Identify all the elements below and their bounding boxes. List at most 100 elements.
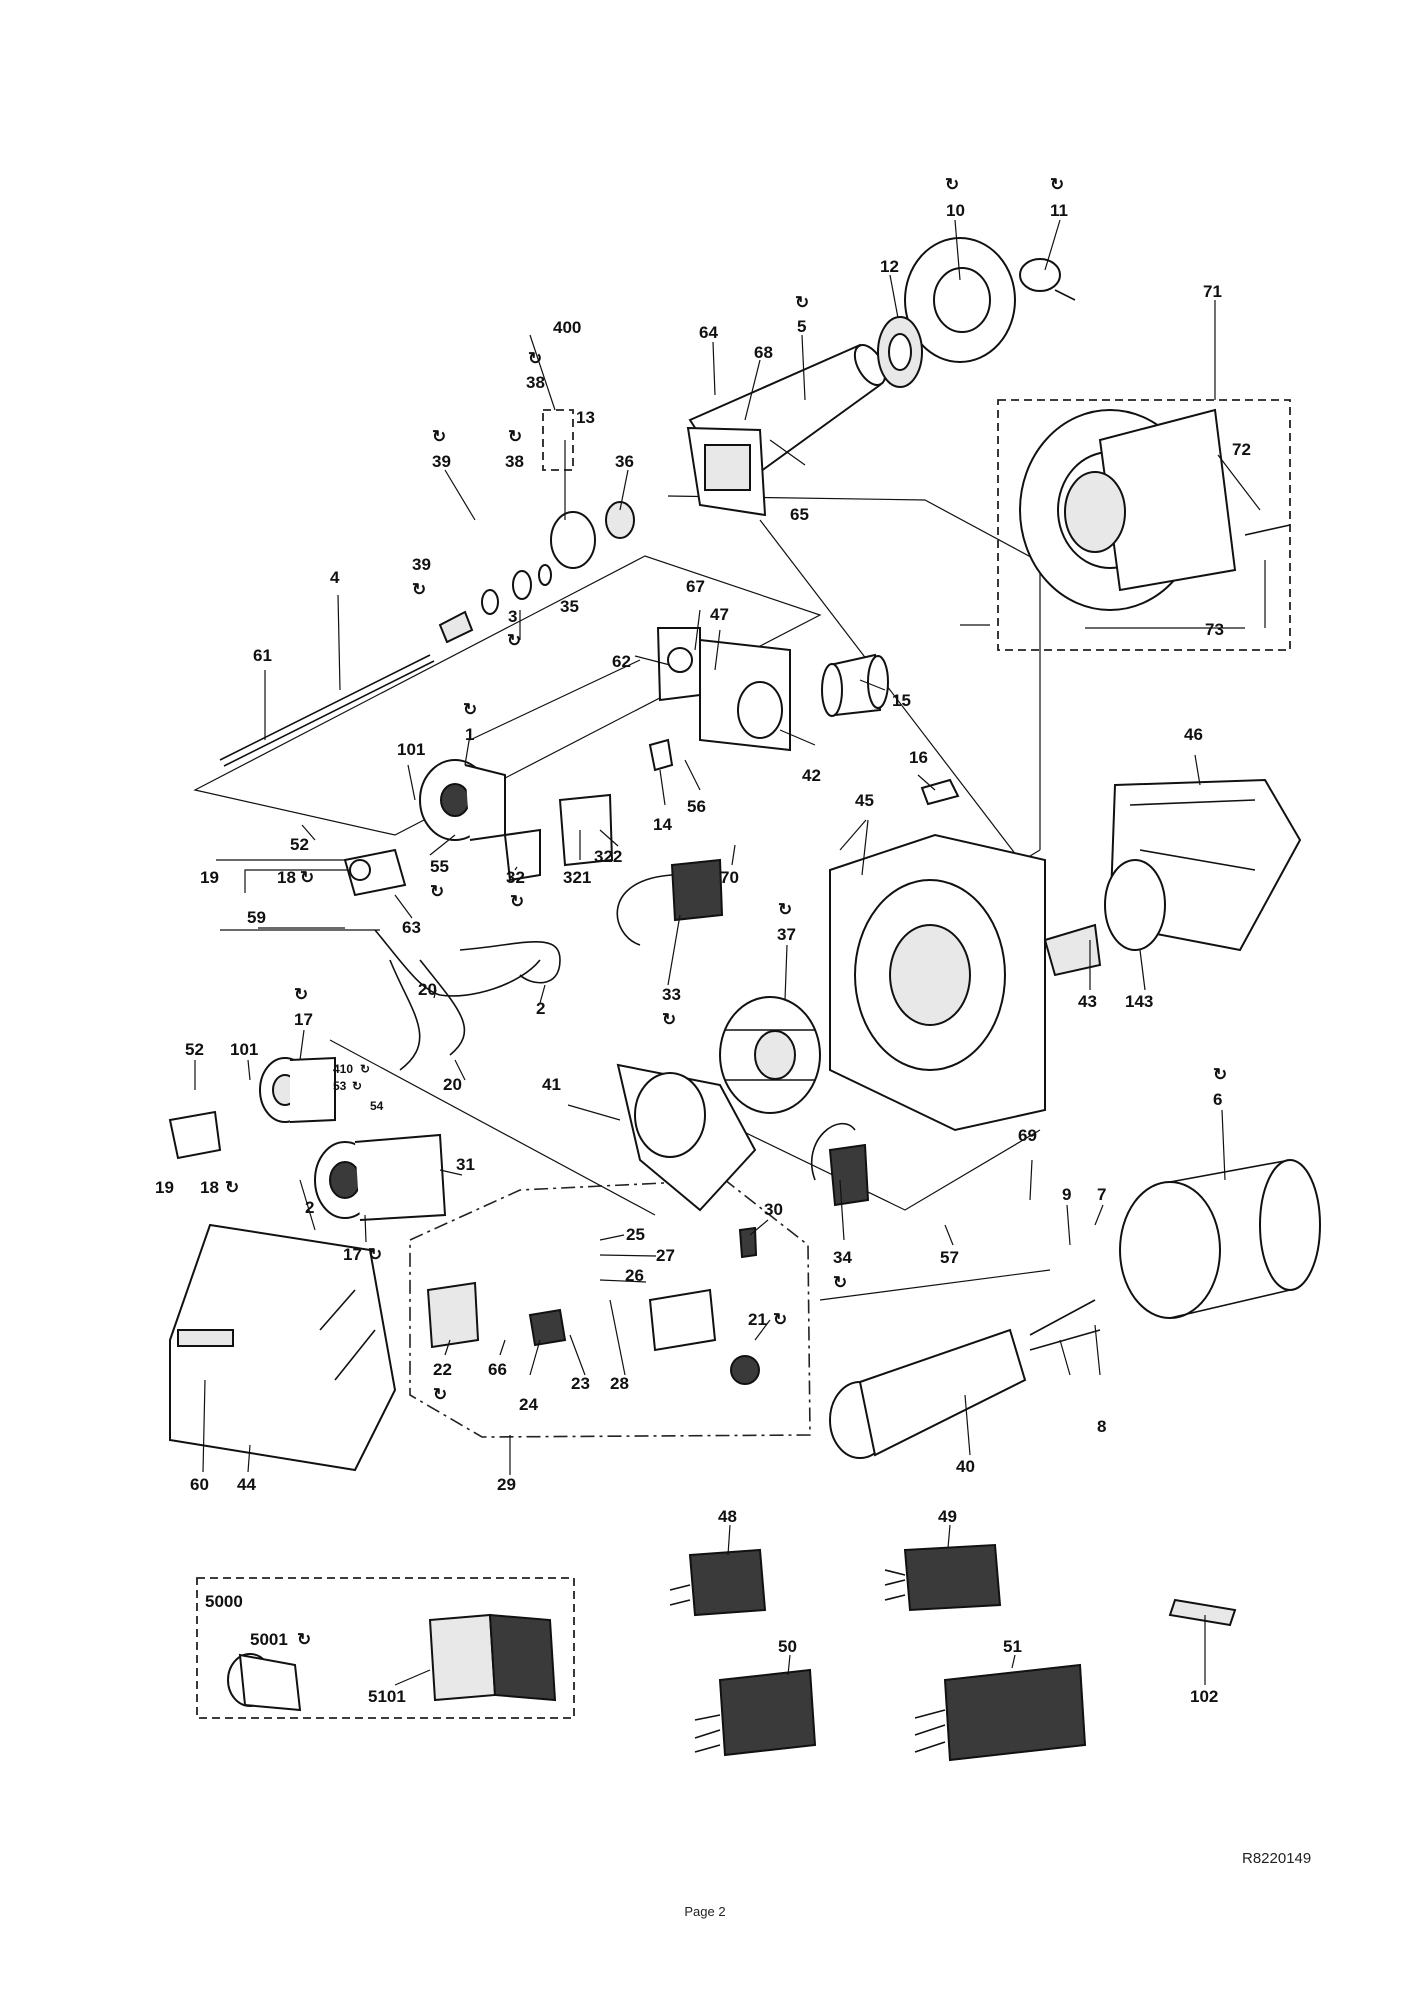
spare-part-marker-icon: ↻ bbox=[1050, 175, 1064, 194]
label-34: 34 bbox=[833, 1248, 852, 1267]
spare-part-marker-icon: ↻ bbox=[773, 1310, 787, 1329]
label-60: 60 bbox=[190, 1475, 209, 1494]
label-70: 70 bbox=[720, 868, 739, 887]
label-8: 8 bbox=[1097, 1417, 1106, 1436]
label-18a: 18 bbox=[277, 868, 296, 887]
part-48-connector bbox=[669, 1548, 767, 1617]
part-15-cylinder bbox=[821, 653, 889, 717]
label-2a: 2 bbox=[536, 999, 545, 1018]
label-73: 73 bbox=[1205, 620, 1224, 639]
spare-part-marker-icon: ↻ bbox=[795, 293, 809, 312]
label-68: 68 bbox=[754, 343, 773, 362]
part-44-cover bbox=[169, 1223, 397, 1472]
label-72: 72 bbox=[1232, 440, 1251, 459]
part-6-sleeve bbox=[1119, 1159, 1321, 1319]
spare-part-marker-icon: ↻ bbox=[510, 892, 524, 911]
spare-part-marker-icon: ↻ bbox=[945, 175, 959, 194]
label-53: 53 bbox=[333, 1079, 347, 1093]
label-33: 33 bbox=[662, 985, 681, 1004]
label-67: 67 bbox=[686, 577, 705, 596]
label-56: 56 bbox=[687, 797, 706, 816]
label-17a: 17 bbox=[294, 1010, 313, 1029]
label-41: 41 bbox=[542, 1075, 561, 1094]
label-4: 4 bbox=[330, 568, 340, 587]
spare-part-marker-icon: ↻ bbox=[352, 1079, 362, 1093]
part-22-control-box bbox=[426, 1281, 480, 1349]
label-21: 21 bbox=[748, 1310, 767, 1329]
label-38a: 38 bbox=[526, 373, 545, 392]
spare-part-marker-icon: ↻ bbox=[225, 1178, 239, 1197]
spare-part-marker-icon: ↻ bbox=[528, 349, 542, 368]
label-48: 48 bbox=[718, 1507, 737, 1526]
spare-part-marker-icon: ↻ bbox=[430, 882, 444, 901]
label-37: 37 bbox=[777, 925, 796, 944]
label-322: 322 bbox=[594, 847, 622, 866]
part-143-damper bbox=[1104, 859, 1166, 951]
part-42-disc bbox=[699, 638, 791, 752]
part-23-connector-block bbox=[528, 1308, 567, 1347]
label-62: 62 bbox=[612, 652, 631, 671]
spare-part-marker-icon: ↻ bbox=[368, 1245, 382, 1264]
group-400-box bbox=[542, 409, 574, 471]
label-61: 61 bbox=[253, 646, 272, 665]
group-29-box bbox=[409, 1179, 811, 1438]
label-35: 35 bbox=[560, 597, 579, 616]
label-28: 28 bbox=[610, 1374, 629, 1393]
label-23: 23 bbox=[571, 1374, 590, 1393]
label-42: 42 bbox=[802, 766, 821, 785]
spare-part-marker-icon: ↻ bbox=[1213, 1065, 1227, 1084]
label-6: 6 bbox=[1213, 1090, 1222, 1109]
label-15: 15 bbox=[892, 691, 911, 710]
label-63: 63 bbox=[402, 918, 421, 937]
label-22: 22 bbox=[433, 1360, 452, 1379]
label-2b: 2 bbox=[305, 1198, 314, 1217]
label-66: 66 bbox=[488, 1360, 507, 1379]
part-50-connector bbox=[694, 1668, 817, 1757]
label-71: 71 bbox=[1203, 282, 1222, 301]
part-1-motor bbox=[419, 759, 506, 841]
part-14-valve bbox=[648, 738, 674, 772]
spare-part-marker-icon: ↻ bbox=[778, 900, 792, 919]
part-10-flange bbox=[904, 237, 1016, 363]
label-5101: 5101 bbox=[368, 1687, 406, 1706]
label-101a: 101 bbox=[397, 740, 425, 759]
label-59: 59 bbox=[247, 908, 266, 927]
label-69: 69 bbox=[1018, 1126, 1037, 1145]
label-20b: 20 bbox=[443, 1075, 462, 1094]
leader-lines bbox=[194, 219, 1261, 1686]
spare-part-marker-icon: ↻ bbox=[432, 427, 446, 446]
label-39b: 39 bbox=[412, 555, 431, 574]
label-65: 65 bbox=[790, 505, 809, 524]
part-21-relay bbox=[648, 1288, 760, 1385]
label-11: 11 bbox=[1050, 201, 1068, 220]
label-49: 49 bbox=[938, 1507, 957, 1526]
spare-part-marker-icon: ↻ bbox=[412, 580, 426, 599]
label-36: 36 bbox=[615, 452, 634, 471]
label-57: 57 bbox=[940, 1248, 959, 1267]
part-40-combustion-head bbox=[829, 1299, 1101, 1459]
label-25: 25 bbox=[626, 1225, 645, 1244]
label-27: 27 bbox=[656, 1246, 675, 1265]
part-43-plate bbox=[1043, 923, 1102, 977]
part-30-plug bbox=[738, 1226, 758, 1259]
part-5-blast-tube bbox=[686, 343, 887, 517]
spare-part-marker-icon: ↻ bbox=[463, 700, 477, 719]
spare-part-marker-icon: ↻ bbox=[300, 868, 314, 887]
part-12-ring bbox=[877, 316, 923, 388]
spare-part-marker-icon: ↻ bbox=[360, 1062, 370, 1076]
part-13-nozzle-holder bbox=[550, 501, 635, 569]
part-34-ignition-transformer bbox=[810, 1123, 870, 1207]
label-17b: 17 bbox=[343, 1245, 362, 1264]
label-45: 45 bbox=[855, 791, 874, 810]
part-19-pump bbox=[343, 848, 407, 897]
label-20a: 20 bbox=[418, 980, 437, 999]
label-26: 26 bbox=[625, 1266, 644, 1285]
part-31-motor bbox=[314, 1133, 447, 1221]
assembly-lines bbox=[193, 495, 1266, 1301]
label-30: 30 bbox=[764, 1200, 783, 1219]
label-44: 44 bbox=[237, 1475, 256, 1494]
part-37-fan-wheel bbox=[719, 996, 821, 1114]
label-1: 1 bbox=[465, 725, 474, 744]
part-33-solenoid bbox=[616, 858, 724, 946]
